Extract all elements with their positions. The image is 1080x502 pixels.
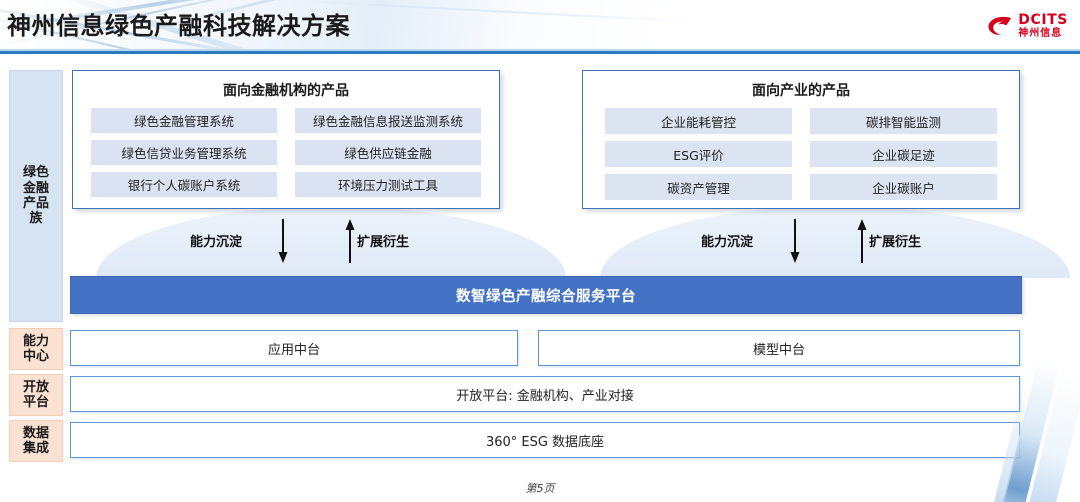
flow-label-extension-derivation-right: 扩展衍生 xyxy=(869,235,922,250)
slide-header xyxy=(0,0,1080,53)
flow-label-capability-precipitation-left: 能力沉淀 xyxy=(190,235,243,250)
panel-row: 绿色信贷业务管理系统 绿色供应链金融 xyxy=(91,140,481,165)
product-chip[interactable]: 企业碳账户 xyxy=(810,174,997,200)
product-chip[interactable]: 碳排智能监测 xyxy=(810,108,997,134)
page-number: 第5页 xyxy=(525,482,555,495)
flow-hill-left-decor xyxy=(96,206,566,278)
sidebar-label-green-finance-products: 绿色金融产品族 xyxy=(22,165,49,227)
product-chip[interactable]: 绿色金融管理系统 xyxy=(91,108,277,133)
panel-row: 银行个人碳账户系统 环境压力测试工具 xyxy=(91,172,481,197)
arrow-up-icon-left xyxy=(345,219,355,263)
box-open-platform[interactable]: 开放平台: 金融机构、产业对接 xyxy=(70,376,1020,412)
product-chip[interactable]: ESG评价 xyxy=(605,141,792,167)
sidebar-item-data-integration[interactable]: 数据集成 xyxy=(9,420,63,462)
panel-row: 碳资产管理 企业碳账户 xyxy=(605,174,997,200)
panel-row: ESG评价 企业碳足迹 xyxy=(605,141,997,167)
flow-label-capability-precipitation-right: 能力沉淀 xyxy=(701,235,754,250)
sidebar-label-capability-center: 能力中心 xyxy=(22,333,49,364)
panel-row: 绿色金融管理系统 绿色金融信息报送监测系统 xyxy=(91,108,481,133)
logo-en-label: DCITS xyxy=(1018,12,1068,28)
logo-cn-label: 神州信息 xyxy=(1018,28,1063,39)
product-chip[interactable]: 绿色供应链金融 xyxy=(295,140,481,165)
arrow-down-icon-right xyxy=(790,219,800,263)
flow-label-extension-derivation-left: 扩展衍生 xyxy=(357,235,410,250)
panel-row: 企业能耗管控 碳排智能监测 xyxy=(605,108,997,134)
product-chip[interactable]: 环境压力测试工具 xyxy=(295,172,481,197)
box-app-center[interactable]: 应用中台 xyxy=(70,330,518,366)
box-data-foundation-label: 360° ESG 数据底座 xyxy=(485,434,605,450)
panel-chip-grid: 企业能耗管控 碳排智能监测 ESG评价 企业碳足迹 碳资产管理 企业碳账户 xyxy=(583,108,1019,200)
sidebar-label-open-platform: 开放平台 xyxy=(22,379,49,410)
box-data-foundation[interactable]: 360° ESG 数据底座 xyxy=(70,422,1020,458)
box-open-platform-label: 开放平台: 金融机构、产业对接 xyxy=(456,388,634,404)
header-divider xyxy=(0,51,1080,54)
panel-industry-products[interactable]: 面向产业的产品 企业能耗管控 碳排智能监测 ESG评价 企业碳足迹 碳资产管理 … xyxy=(582,70,1020,209)
product-chip[interactable]: 银行个人碳账户系统 xyxy=(91,172,277,197)
panel-financial-institution-products[interactable]: 面向金融机构的产品 绿色金融管理系统 绿色金融信息报送监测系统 绿色信贷业务管理… xyxy=(72,70,500,209)
panel-title: 面向金融机构的产品 xyxy=(223,83,349,99)
logo-swirl-icon xyxy=(988,16,1012,36)
product-chip[interactable]: 绿色信贷业务管理系统 xyxy=(91,140,277,165)
sidebar-label-data-integration: 数据集成 xyxy=(22,425,49,456)
sidebar-item-open-platform[interactable]: 开放平台 xyxy=(9,374,63,416)
product-chip[interactable]: 企业碳足迹 xyxy=(810,141,997,167)
panel-chip-grid: 绿色金融管理系统 绿色金融信息报送监测系统 绿色信贷业务管理系统 绿色供应链金融… xyxy=(73,108,499,197)
panel-title: 面向产业的产品 xyxy=(752,83,850,99)
box-model-center[interactable]: 模型中台 xyxy=(538,330,1020,366)
sidebar-item-capability-center[interactable]: 能力中心 xyxy=(9,328,63,370)
platform-bar-label: 数智绿色产融综合服务平台 xyxy=(456,288,636,305)
page-title: 神州信息绿色产融科技解决方案 xyxy=(7,12,350,40)
product-chip[interactable]: 企业能耗管控 xyxy=(605,108,792,134)
logo-text: DCITS 神州信息 xyxy=(1018,13,1068,39)
box-model-center-label: 模型中台 xyxy=(752,342,805,358)
platform-bar[interactable]: 数智绿色产融综合服务平台 xyxy=(70,276,1022,314)
product-chip[interactable]: 绿色金融信息报送监测系统 xyxy=(295,108,481,133)
flow-hill-right-decor xyxy=(600,206,1070,278)
sidebar-item-green-finance-products[interactable]: 绿色金融产品族 xyxy=(9,70,63,322)
arrow-up-icon-right xyxy=(857,219,867,263)
box-app-center-label: 应用中台 xyxy=(267,342,320,358)
arrow-down-icon-left xyxy=(278,219,288,263)
header-streak-decor xyxy=(299,0,720,24)
dcits-logo: DCITS 神州信息 xyxy=(987,9,1068,43)
header-divider-soft xyxy=(0,49,1080,51)
product-chip[interactable]: 碳资产管理 xyxy=(605,174,792,200)
